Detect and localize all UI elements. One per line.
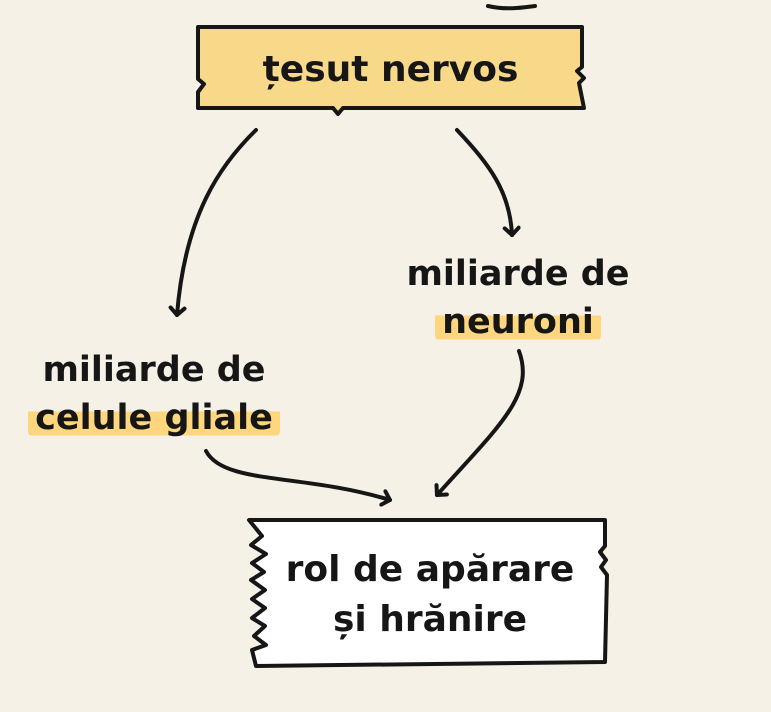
right-node-highlight: neuroni xyxy=(435,302,601,342)
left-node-highlight: celule gliale xyxy=(28,398,280,438)
left-node-line2-wrap: celule gliale xyxy=(14,394,294,442)
right-node-line1: miliarde de xyxy=(406,254,630,294)
decorative-top-stroke xyxy=(486,4,537,11)
bottom-node-line2: și hrănire xyxy=(332,599,528,640)
bottom-node-text: rol de apărare și hrănire xyxy=(260,545,600,645)
left-node-line1: miliarde de xyxy=(42,350,266,390)
top-node-label: țesut nervos xyxy=(262,49,519,90)
top-node-text: țesut nervos xyxy=(198,46,583,94)
arrow-left-to-bottom xyxy=(204,449,392,507)
arrow-right-to-bottom xyxy=(434,349,525,497)
bottom-node-line1: rol de apărare xyxy=(285,549,575,590)
arrow-top-to-right xyxy=(455,128,521,237)
right-node-line2-wrap: neuroni xyxy=(392,298,644,346)
arrow-top-to-left xyxy=(168,128,258,317)
right-node: miliarde de neuroni xyxy=(392,250,644,346)
left-node: miliarde de celule gliale xyxy=(14,346,294,442)
bottom-node-box xyxy=(247,518,609,668)
top-node-box xyxy=(196,25,586,116)
